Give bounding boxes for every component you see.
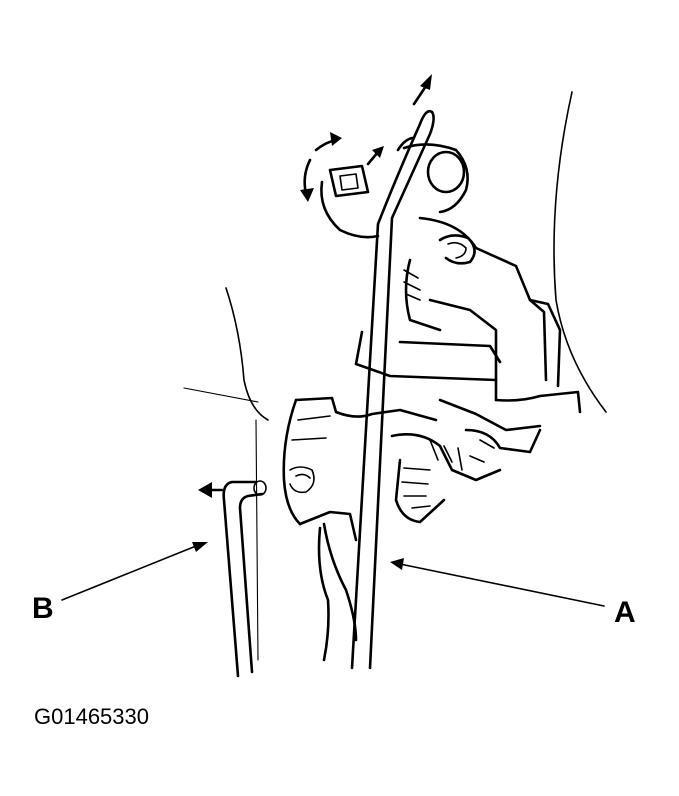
callout-label-a: A [614, 596, 636, 629]
rod-a [350, 109, 435, 670]
lower-panel-line [255, 419, 259, 661]
motion-arrows [198, 74, 432, 498]
actuator-motor [282, 396, 542, 662]
body-panel-arc [553, 91, 607, 413]
latch-housing [320, 143, 582, 432]
left-panel-line [183, 387, 259, 403]
rod-b [222, 480, 267, 678]
callout-leaders [61, 542, 605, 607]
figure-code: G01465330 [34, 704, 149, 729]
left-panel-edge [225, 287, 269, 421]
callout-label-b: B [32, 592, 54, 625]
